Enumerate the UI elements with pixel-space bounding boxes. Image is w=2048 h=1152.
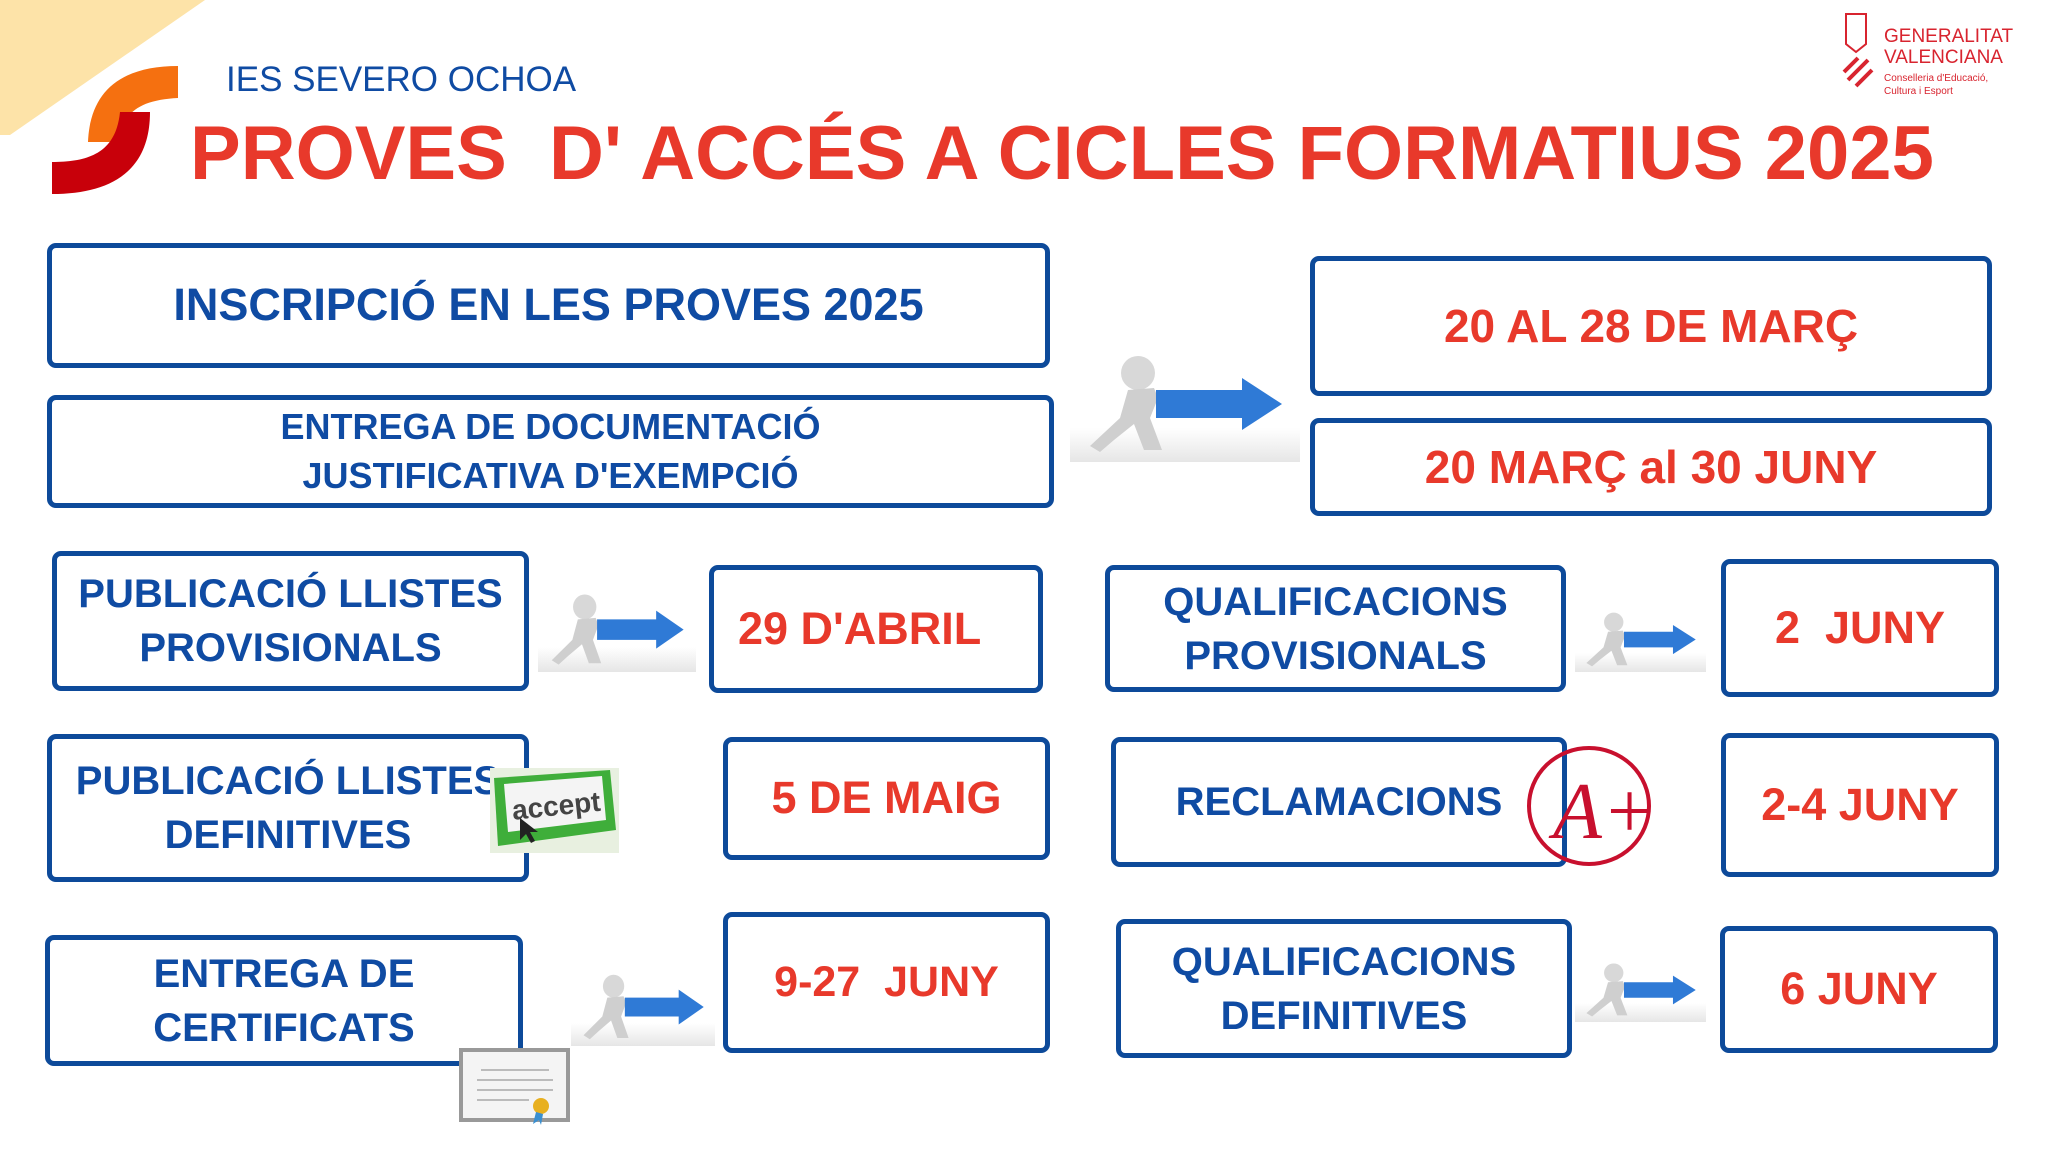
date-inscripcio: 20 AL 28 DE MARÇ (1310, 256, 1992, 396)
date-llistes-provisionals: 29 D'ABRIL (709, 565, 1043, 693)
accept-key-icon: accept (490, 768, 619, 853)
date-documentacio: 20 MARÇ al 30 JUNY (1310, 418, 1992, 516)
label-inscripcio: INSCRIPCIÓ EN LES PROVES 2025 (47, 243, 1050, 368)
label-qualificacions-definitives: QUALIFICACIONS DEFINITIVES (1116, 919, 1572, 1058)
date-qualificacions-provisionals: 2 JUNY (1721, 559, 1999, 697)
gv-line4: Cultura i Esport (1884, 86, 1953, 97)
label-llistes-provisionals: PUBLICACIÓ LLISTES PROVISIONALS (52, 551, 529, 691)
gv-line1: GENERALITAT (1884, 26, 2014, 47)
label-documentacio: ENTREGA DE DOCUMENTACIÓ JUSTIFICATIVA D'… (47, 395, 1054, 508)
gv-line2: VALENCIANA (1884, 47, 2003, 68)
generalitat-logo: GENERALITAT VALENCIANA Conselleria d'Edu… (1842, 12, 2042, 102)
label-llistes-definitives: PUBLICACIÓ LLISTES DEFINITIVES (47, 734, 529, 882)
certificate-icon (459, 1048, 570, 1125)
gv-line3: Conselleria d'Educació, (1884, 73, 1989, 84)
grade-a-plus-icon: A+ (1523, 742, 1654, 869)
school-name: IES SEVERO OCHOA (226, 60, 577, 99)
corner-decoration (0, 0, 210, 135)
pusher-arrow-icon (571, 956, 715, 1046)
grade-text: A+ (1548, 768, 1654, 856)
date-reclamacions: 2-4 JUNY (1721, 733, 1999, 877)
pusher-arrow-icon (538, 574, 696, 672)
label-qualificacions-provisionals: QUALIFICACIONS PROVISIONALS (1105, 565, 1566, 692)
pusher-arrow-icon (1070, 328, 1300, 462)
label-certificats: ENTREGA DE CERTIFICATS (45, 935, 523, 1066)
date-llistes-definitives: 5 DE MAIG (723, 737, 1050, 860)
page-title: PROVES D' ACCÉS A CICLES FORMATIUS 2025 (190, 111, 1934, 196)
label-reclamacions: RECLAMACIONS (1111, 737, 1567, 867)
school-logo (50, 62, 180, 197)
date-qualificacions-definitives: 6 JUNY (1720, 926, 1998, 1053)
pusher-arrow-icon (1575, 948, 1706, 1022)
date-certificats: 9-27 JUNY (723, 912, 1050, 1053)
pusher-arrow-icon (1575, 597, 1706, 672)
